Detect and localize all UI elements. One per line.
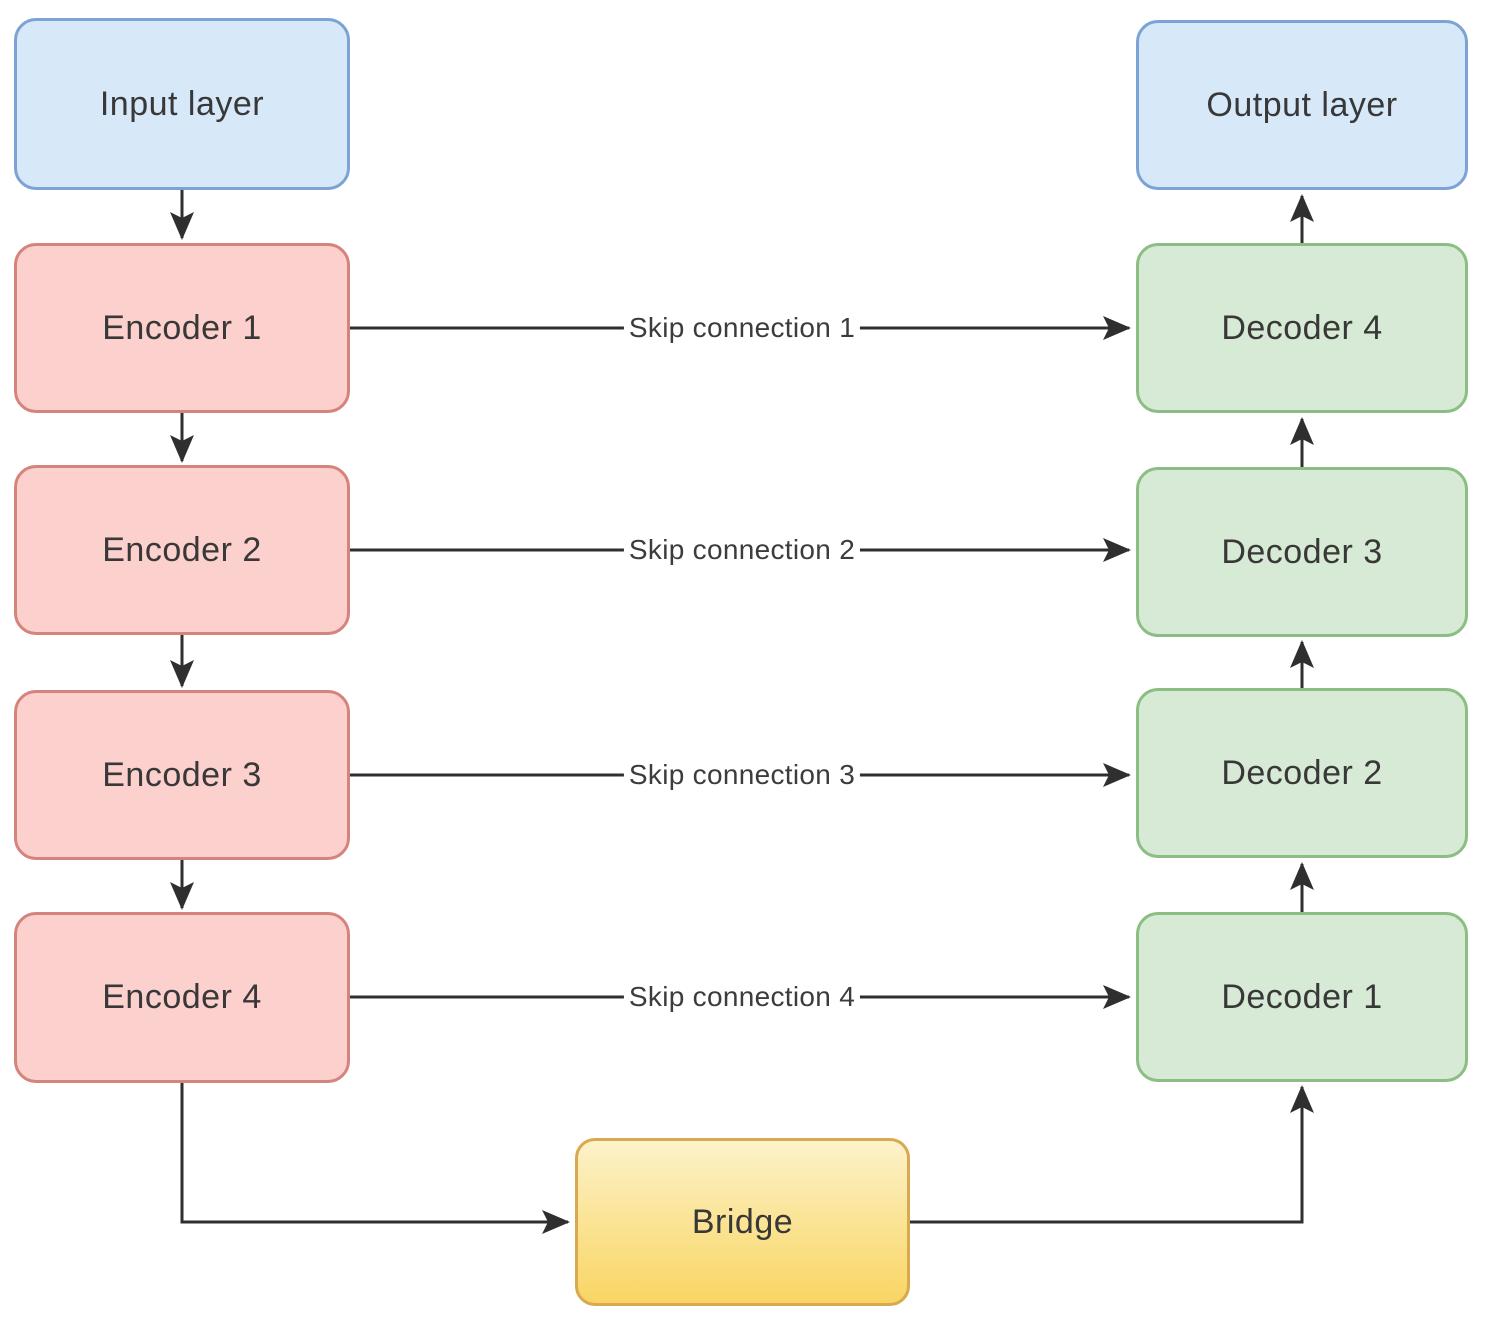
node-decoder-3-label: Decoder 3 <box>1221 532 1383 571</box>
node-decoder-3: Decoder 3 <box>1136 467 1468 637</box>
skip-connection-3-label: Skip connection 3 <box>623 757 861 793</box>
node-decoder-1-label: Decoder 1 <box>1221 977 1383 1016</box>
skip-connection-2-label: Skip connection 2 <box>623 532 861 568</box>
node-decoder-2: Decoder 2 <box>1136 688 1468 858</box>
node-encoder-1-label: Encoder 1 <box>102 308 262 347</box>
node-decoder-4: Decoder 4 <box>1136 243 1468 413</box>
node-encoder-4: Encoder 4 <box>14 912 350 1083</box>
node-encoder-1: Encoder 1 <box>14 243 350 413</box>
node-bridge: Bridge <box>575 1138 910 1306</box>
arrow-bridge-to-decoder-1 <box>910 1085 1314 1224</box>
node-output-layer-label: Output layer <box>1206 85 1398 124</box>
node-encoder-2: Encoder 2 <box>14 465 350 635</box>
node-input-layer: Input layer <box>14 18 350 190</box>
node-encoder-4-label: Encoder 4 <box>102 978 262 1016</box>
node-output-layer: Output layer <box>1136 20 1468 190</box>
skip-connection-1-label: Skip connection 1 <box>623 310 861 346</box>
node-input-layer-label: Input layer <box>99 84 265 123</box>
arrow-encoder-4-to-bridge <box>180 1082 570 1234</box>
node-encoder-3-label: Encoder 3 <box>102 755 262 794</box>
node-bridge-label: Bridge <box>691 1202 794 1241</box>
skip-connection-4-label: Skip connection 4 <box>623 979 861 1015</box>
node-decoder-1: Decoder 1 <box>1136 912 1468 1082</box>
node-decoder-2-label: Decoder 2 <box>1221 753 1383 792</box>
node-encoder-3: Encoder 3 <box>14 690 350 860</box>
node-encoder-2-label: Encoder 2 <box>102 530 262 569</box>
node-decoder-4-label: Decoder 4 <box>1221 308 1383 347</box>
